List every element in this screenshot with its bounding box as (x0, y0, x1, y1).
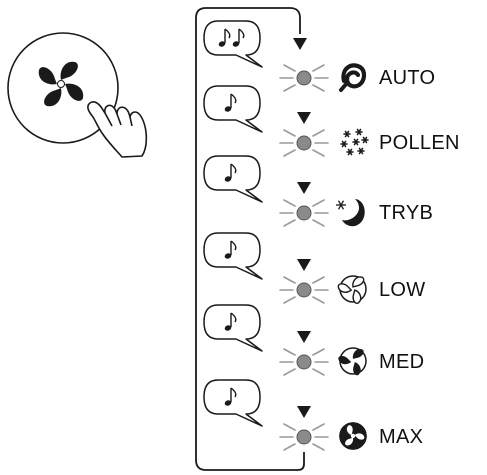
first-down-arrow (293, 38, 307, 50)
mode-row-tryb (203, 155, 365, 227)
mode-row-low (203, 232, 367, 304)
fan-button (7, 32, 148, 158)
beep-bubble (203, 304, 263, 352)
mode-row-auto (203, 20, 367, 92)
down-arrow (297, 259, 311, 271)
pollen-icon (340, 128, 369, 156)
pressing-hand-icon (87, 101, 148, 158)
mode-row-pollen (203, 85, 369, 157)
down-arrow (297, 182, 311, 194)
double-beep-bubble (203, 20, 263, 68)
mode-label: MAX (379, 426, 424, 448)
mode-label: MED (379, 351, 425, 373)
led-indicator (279, 276, 329, 304)
led-indicator (279, 348, 329, 376)
mode-label: LOW (379, 279, 426, 301)
beep-bubble (203, 155, 263, 203)
led-indicator (279, 129, 329, 157)
mode-row-max (203, 379, 367, 451)
fan-low-icon (337, 275, 367, 304)
down-arrow (297, 331, 311, 343)
cycle-loop-line (195, 7, 305, 471)
down-arrow (297, 112, 311, 124)
mode-label: TRYB (379, 202, 434, 224)
beep-bubble (203, 379, 263, 427)
sleep-moon-icon (336, 199, 365, 227)
beep-bubble (203, 232, 263, 280)
led-indicator (279, 64, 329, 92)
fan-max-icon (339, 422, 367, 450)
mode-row-med (203, 304, 367, 376)
mode-label: AUTO (379, 67, 436, 89)
fan-med-icon (338, 347, 367, 376)
down-arrow (297, 406, 311, 418)
mode-label: POLLEN (379, 132, 460, 154)
fan-button-icon (38, 61, 84, 107)
led-indicator (279, 423, 329, 451)
auto-swirl-icon (339, 63, 367, 92)
led-indicator (279, 199, 329, 227)
beep-bubble (203, 85, 263, 133)
